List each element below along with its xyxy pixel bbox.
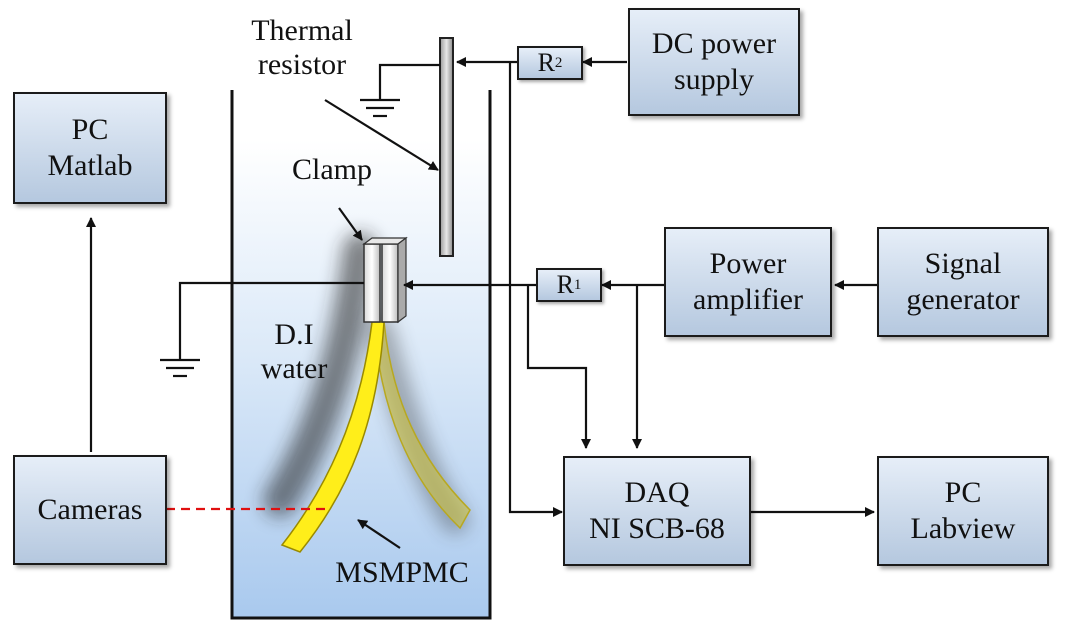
- thermal-resistor-rod: [439, 37, 454, 257]
- cameras-box: Cameras: [13, 455, 167, 565]
- power-amplifier-line-1: Power: [709, 247, 787, 280]
- r2-sub: 2: [554, 54, 563, 71]
- thermal-resistor-line-1: Thermal: [251, 14, 353, 47]
- r1-main: R: [556, 270, 574, 299]
- cameras-label: Cameras: [37, 493, 143, 526]
- power-amplifier-box: Power amplifier: [664, 227, 832, 337]
- msmpmc-label: MSMPMC: [335, 556, 469, 589]
- daq-line-2: NI SCB-68: [589, 512, 725, 545]
- pc-matlab-box: PC Matlab: [13, 92, 167, 204]
- power-amplifier-line-2: amplifier: [693, 283, 803, 316]
- di-water-line-2: water: [260, 352, 328, 385]
- dc-power-supply-line-1: DC power: [651, 27, 777, 60]
- wiring: [86, 57, 877, 549]
- signal-generator-line-2: generator: [906, 283, 1020, 316]
- dc-power-supply-box: DC power supply: [628, 8, 800, 116]
- clamp-label: Clamp: [292, 153, 372, 186]
- r1-sub: 1: [573, 276, 582, 293]
- tank-walls: [230, 90, 492, 620]
- r2-main: R: [537, 48, 555, 77]
- dc-power-supply-line-2: supply: [673, 63, 754, 96]
- specimen-deflected-right: [373, 321, 471, 530]
- specimen-msmpmc: [280, 321, 385, 553]
- pc-matlab-line-2: Matlab: [47, 149, 133, 182]
- daq-line-1: DAQ: [624, 476, 690, 509]
- clamp: [362, 236, 408, 324]
- signal-generator-box: Signal generator: [877, 227, 1049, 337]
- thermal-resistor-line-2: resistor: [257, 48, 347, 81]
- signal-generator-line-1: Signal: [924, 247, 1002, 280]
- di-water-label: D.I water: [244, 318, 344, 386]
- thermal-resistor-label: Thermal resistor: [222, 14, 382, 82]
- pc-labview-line-1: PC: [944, 476, 982, 509]
- di-water-line-1: D.I: [274, 318, 314, 351]
- daq-box: DAQ NI SCB-68: [563, 456, 751, 566]
- pc-labview-box: PC Labview: [877, 456, 1049, 566]
- pc-matlab-line-1: PC: [71, 113, 109, 146]
- pc-labview-line-2: Labview: [910, 512, 1016, 545]
